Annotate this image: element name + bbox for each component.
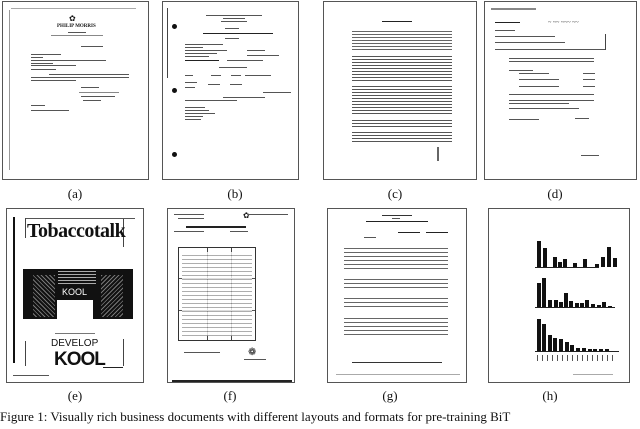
hole-punch-icon — [172, 24, 177, 29]
header-dots — [11, 8, 136, 9]
paragraph-4 — [352, 119, 452, 128]
bar-chart-middle — [535, 275, 615, 308]
stamp-icon: ❁ — [248, 347, 257, 358]
subfigure-label-h: (h) — [542, 388, 558, 403]
letterhead: PHILIP MORRIS — [57, 24, 96, 29]
form-grid — [178, 247, 256, 341]
subfigure-label-c: (c) — [387, 186, 403, 201]
seal-icon: ✿ — [243, 211, 250, 220]
memo-letterhead-script: ~ ~~ ~~~ ~~ — [548, 20, 579, 26]
crest-icon: ✿ — [69, 14, 76, 23]
document-panel-g — [327, 208, 467, 383]
ad-tagline-brand: KOOL — [54, 349, 106, 370]
subfigure-label-b: (b) — [227, 186, 243, 201]
hole-punch-icon — [172, 88, 177, 93]
document-panel-f: ✿ ❁ — [167, 208, 295, 383]
table-block-3 — [344, 295, 448, 309]
document-panel-c — [323, 1, 477, 180]
document-panel-b — [162, 1, 299, 180]
subfigure-label-a: (a) — [67, 186, 83, 201]
table-block-1 — [344, 245, 448, 271]
ad-pack-brand: KOOL — [62, 287, 88, 297]
document-panel-e: Tobaccotalk KOOL DEVELOP KOOL — [6, 208, 144, 383]
bar-chart-bottom — [535, 313, 619, 352]
ad-headline: Tobaccotalk — [27, 220, 126, 242]
hole-punch-icon — [172, 152, 177, 157]
paragraph-2 — [352, 55, 452, 81]
table-block-4 — [344, 315, 448, 337]
subfigure-label-e: (e) — [67, 388, 83, 403]
document-panel-a: ✿ PHILIP MORRIS — [2, 1, 149, 180]
paragraph-5 — [352, 131, 452, 143]
document-panel-d: ~ ~~ ~~~ ~~ — [484, 1, 637, 180]
ad-tagline: DEVELOP — [51, 338, 99, 349]
bar-chart-top — [535, 235, 617, 268]
subfigure-label-f: (f) — [223, 388, 237, 403]
paragraph-3 — [352, 85, 452, 115]
document-panel-h — [488, 208, 630, 383]
subfigure-label-g: (g) — [382, 388, 398, 403]
figure-caption: Figure 1: Visually rich business documen… — [0, 409, 511, 424]
table-block-2 — [344, 276, 448, 290]
paragraph-1 — [352, 30, 452, 52]
subfigure-label-d: (d) — [547, 186, 563, 201]
